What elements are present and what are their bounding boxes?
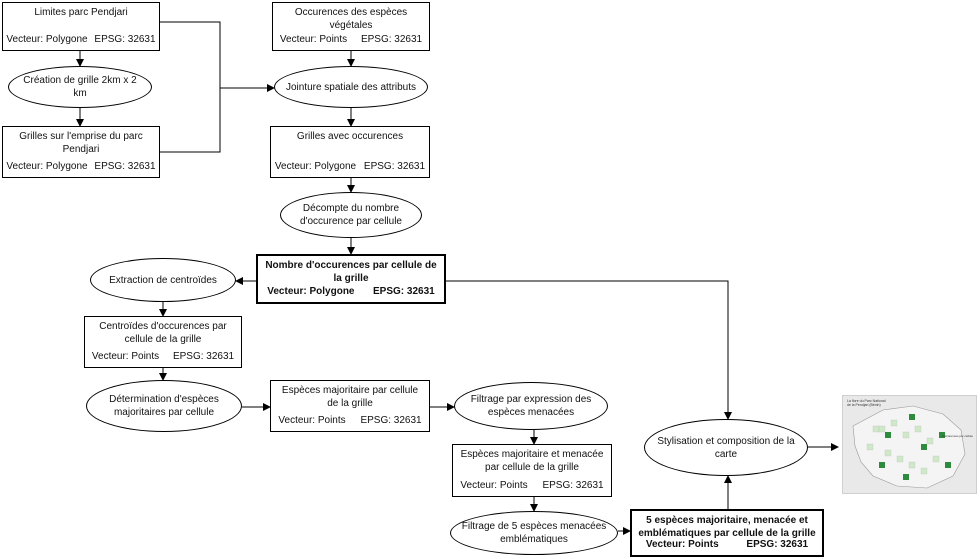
box-majoritaire-type: Vecteur: Points [278,415,346,426]
box-cinq-epsg: EPSG: 32631 [746,539,809,550]
box-especes-majoritaire: Espèces majoritaire par cellule de la gr… [270,380,430,432]
arrow-nombre-to-stylisation [446,280,732,420]
box-cinq-especes: 5 espèces majoritaire, menacée et emblém… [630,509,824,557]
map-thumbnail-legend: Occurences par cellule [942,434,973,438]
step-stylisation: Stylisation et composition de la carte [644,419,808,476]
box-nombre-type: Vecteur: Polygone [267,286,355,297]
box-grilles-emprise-title: Grilles sur l'emprise du parc Pendjari [19,131,143,155]
connector-left-bracket [160,21,221,153]
map-thumbnail-title: La flore du Parc National de la Pendjari… [847,399,886,408]
box-majoritaire-menacee: Espèces majoritaire et menacée par cellu… [452,444,612,497]
box-nombre-epsg: EPSG: 32631 [373,286,435,297]
box-maj-menacee-epsg: EPSG: 32631 [542,480,604,491]
box-cinq-title: 5 espèces majoritaire, menacée et emblém… [638,515,816,539]
map-thumbnail: La flore du Parc National de la Pendjari… [842,395,977,494]
box-limites-type: Vecteur: Polygone [6,34,88,45]
box-maj-menacee-title: Espèces majoritaire et menacée par cellu… [460,449,604,473]
box-centroides: Centroïdes d'occurences par cellule de l… [84,316,242,368]
step-extraction-centroides: Extraction de centroïdes [90,258,236,302]
box-occurences-vegetales: Occurences des espèces végétales Vecteur… [272,2,430,51]
box-nombre-occurences: Nombre d'occurences par cellule de la gr… [256,254,446,304]
box-grilles-occurences: Grilles avec occurences Vecteur: Polygon… [270,126,430,178]
box-grilles-emprise-epsg: EPSG: 32631 [94,161,156,172]
box-limites-epsg: EPSG: 32631 [94,34,156,45]
box-grilles-emprise-type: Vecteur: Polygone [6,161,88,172]
box-centroides-epsg: EPSG: 32631 [172,351,235,362]
step-filtrage-menacees: Filtrage par expression des espèces mena… [454,382,608,430]
step-decompte: Décompte du nombre d'occurence par cellu… [280,192,422,238]
box-centroides-title: Centroïdes d'occurences par cellule de l… [99,321,227,345]
box-limites-parc: Limites parc Pendjari Vecteur: Polygone E… [2,2,160,51]
box-occurences-type: Vecteur: Points [279,34,348,45]
box-occurences-epsg: EPSG: 32631 [360,34,423,45]
box-majoritaire-title: Espèces majoritaire par cellule de la gr… [281,385,419,409]
box-majoritaire-epsg: EPSG: 32631 [360,415,422,426]
box-grilles-emprise: Grilles sur l'emprise du parc Pendjari V… [2,126,160,178]
step-determination: Détermination d'espèces majoritaires par… [86,380,242,432]
step-jointure-spatiale: Jointure spatiale des attributs [274,66,428,108]
box-grilles-occ-title: Grilles avec occurences [296,131,404,142]
box-cinq-type: Vecteur: Points [645,539,719,550]
box-maj-menacee-type: Vecteur: Points [460,480,528,491]
box-limites-title: Limites parc Pendjari [34,7,128,18]
box-nombre-title: Nombre d'occurences par cellule de la gr… [265,260,437,284]
step-creation-grille: Création de grille 2km x 2 km [8,66,152,108]
map-thumbnail-graphic [852,405,966,489]
box-occurences-title: Occurences des espèces végétales [294,7,408,31]
box-grilles-occ-epsg: EPSG: 32631 [363,161,426,172]
box-centroides-type: Vecteur: Points [91,351,160,362]
box-grilles-occ-type: Vecteur: Polygone [274,161,357,172]
step-filtrage-cinq: Filtrage de 5 espèces menacées emblémati… [450,511,618,555]
